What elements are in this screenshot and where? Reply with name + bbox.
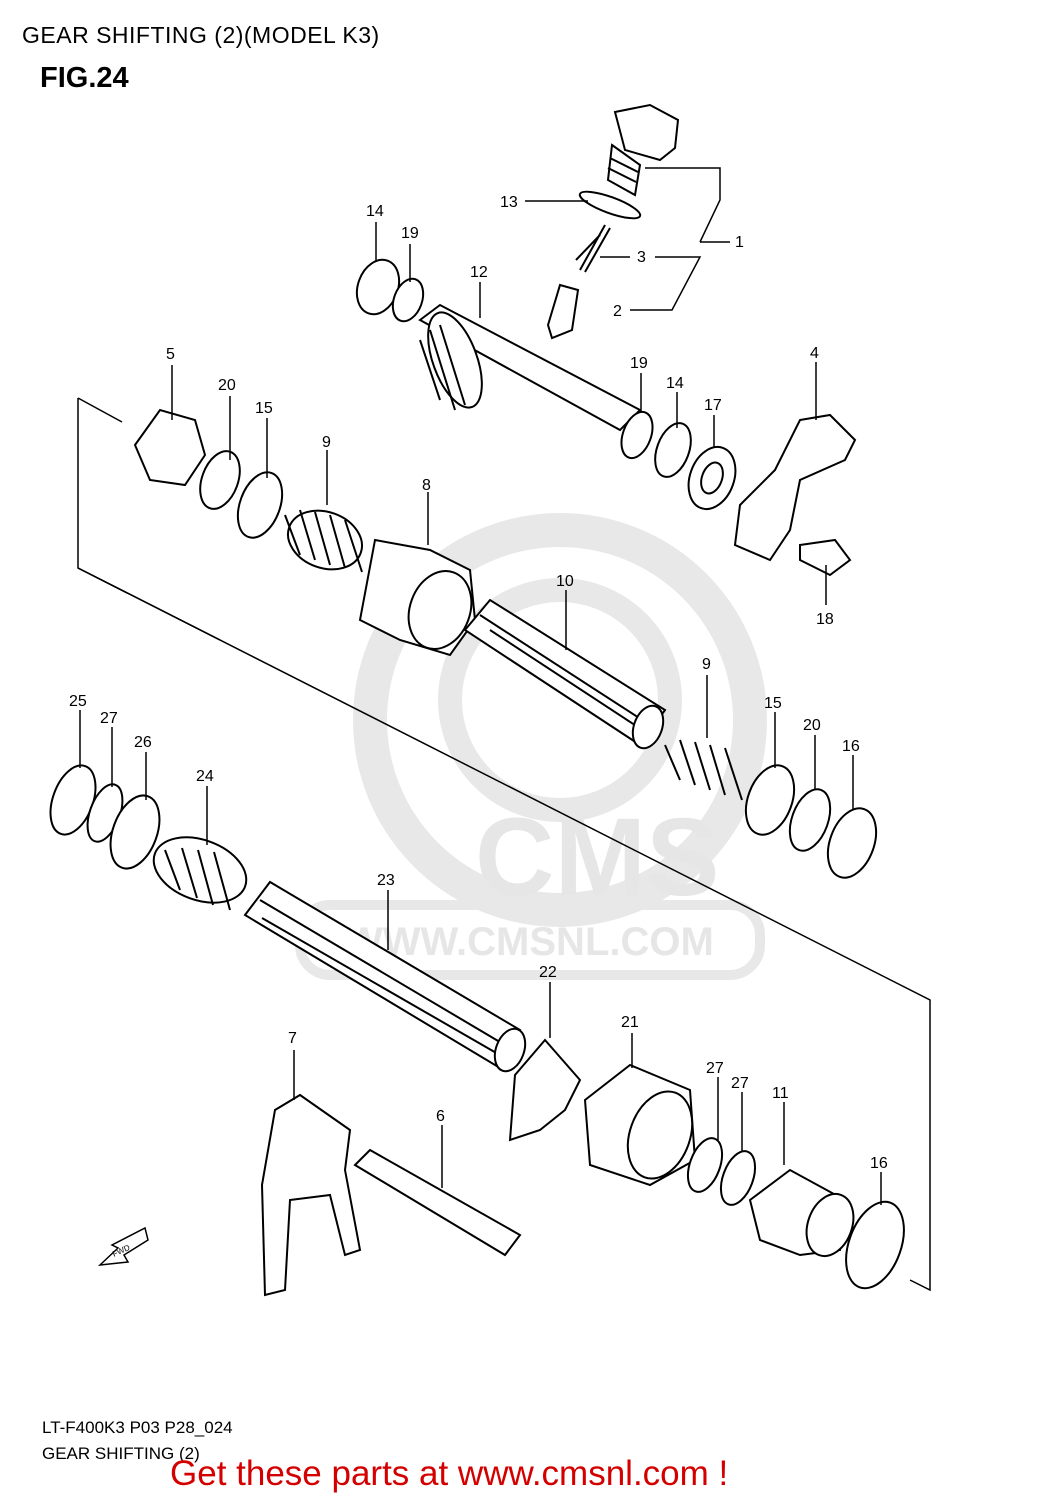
callout-8: 8 <box>422 477 431 494</box>
callout-19: 19 <box>401 225 419 242</box>
callout-16: 16 <box>870 1155 888 1172</box>
callout-5: 5 <box>166 346 175 363</box>
cta-link[interactable]: Get these parts at www.cmsnl.com ! <box>170 1454 729 1493</box>
callout-14: 14 <box>666 375 684 392</box>
callout-16: 16 <box>842 738 860 755</box>
callout-12: 12 <box>470 264 488 281</box>
lower-spring-group <box>49 764 248 911</box>
callout-20: 20 <box>803 717 821 734</box>
callout-20: 20 <box>218 377 236 394</box>
callout-15: 15 <box>255 400 273 417</box>
callout-6: 6 <box>436 1108 445 1125</box>
shaft-10 <box>463 598 878 879</box>
callout-19: 19 <box>630 355 648 372</box>
cam-stopper-group <box>508 1038 905 1290</box>
diagram-code: LT-F400K3 P03 P28_024 <box>42 1418 233 1437</box>
callout-21: 21 <box>621 1014 639 1031</box>
callout-24: 24 <box>196 768 214 785</box>
callout-22: 22 <box>539 964 557 981</box>
page-title: GEAR SHIFTING (2)(MODEL K3) <box>22 22 380 48</box>
callout-11: 11 <box>772 1085 789 1102</box>
callout-2: 2 <box>613 303 622 320</box>
callout-26: 26 <box>134 734 152 751</box>
callout-27: 27 <box>100 710 118 727</box>
bolt-assembly <box>546 103 680 340</box>
callout-13: 13 <box>500 194 518 211</box>
callout-27: 27 <box>731 1075 749 1092</box>
shift-fork-and-rod <box>260 1093 522 1297</box>
callout-9: 9 <box>322 434 331 451</box>
watermark-url: WWW.CMSNL.COM <box>345 920 714 964</box>
cms-watermark: CMS WWW.CMSNL.COM <box>295 513 767 980</box>
assembly-frame <box>77 397 931 1292</box>
callout-9: 9 <box>702 656 711 673</box>
callout-25: 25 <box>69 693 87 710</box>
watermark-brand: CMS <box>475 796 719 919</box>
callout-10: 10 <box>556 573 574 590</box>
callout-15: 15 <box>764 695 782 712</box>
figure-number: FIG.24 <box>40 62 129 94</box>
shift-cam-23 <box>243 880 527 1073</box>
callout-18: 18 <box>816 611 834 628</box>
callout-27: 27 <box>706 1060 724 1077</box>
callout-17: 17 <box>704 397 722 414</box>
callout-23: 23 <box>377 872 395 889</box>
callout-1: 1 <box>735 234 744 251</box>
callout-numbers: 14 19 13 1 3 12 2 5 20 15 9 19 14 17 4 8… <box>69 194 888 1172</box>
shift-arm-parts <box>620 410 857 577</box>
callout-14: 14 <box>366 203 384 220</box>
stopper-cam-group <box>133 408 477 657</box>
fwd-arrow-icon: FWD <box>97 1226 149 1266</box>
diagram-caption: GEAR SHIFTING (2) <box>42 1444 200 1463</box>
callout-7: 7 <box>288 1030 297 1047</box>
callout-4: 4 <box>810 345 819 362</box>
leader-lines <box>79 167 882 1205</box>
callout-3: 3 <box>637 249 646 266</box>
gear-shift-shaft <box>355 258 642 432</box>
